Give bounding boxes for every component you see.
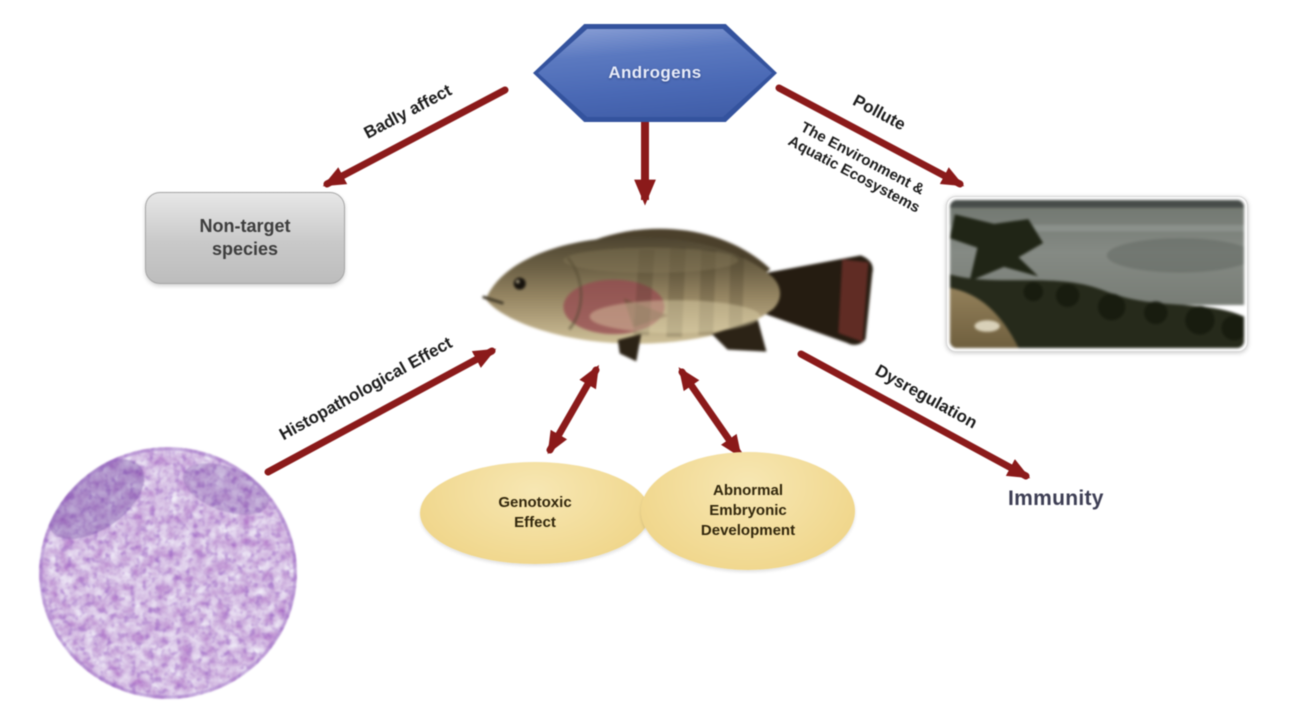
androgens-hexagon-node: Androgens	[533, 24, 777, 122]
histopathology-micrograph	[39, 447, 297, 699]
polluted-waterbody-scene	[950, 200, 1244, 348]
fish-back-sheen	[563, 247, 739, 273]
genotoxic-effect-label: Genotoxic Effect	[498, 493, 572, 531]
arrow-embryonic	[678, 367, 743, 458]
non-target-species-node: Non-target species	[145, 192, 345, 284]
fish-anal-fin	[712, 319, 767, 352]
far-shore	[950, 200, 1244, 208]
non-target-species-label: Non-target species	[199, 215, 291, 259]
fish-eye	[513, 277, 526, 290]
androgens-label: Androgens	[608, 63, 702, 82]
arrow-dysregulation	[797, 350, 1031, 480]
androgens-hexagon-face: Androgens	[538, 29, 772, 117]
abnormal-embryonic-node: Abnormal Embryonic Development	[641, 452, 855, 570]
fish-gill-line	[566, 256, 583, 331]
water-reflection	[1106, 238, 1244, 273]
fish-mouth	[482, 295, 504, 305]
palm-foliage	[950, 214, 1044, 282]
abnormal-embryonic-label: Abnormal Embryonic Development	[700, 481, 796, 540]
vegetation-clumps	[1023, 282, 1244, 341]
fish-pelvic-fin	[617, 334, 642, 362]
bank-ground	[950, 287, 1019, 348]
dysregulation-label: Dysregulation	[872, 360, 981, 433]
badly-affect-label: Badly affect	[360, 80, 455, 143]
fish-eye-glint	[516, 279, 520, 284]
pollute-sublabel: The Environment & Aquatic Ecosystems	[785, 117, 931, 218]
fish-belly-highlight	[589, 300, 761, 334]
immunity-label: Immunity	[1008, 487, 1104, 510]
genotoxic-effect-node: Genotoxic Effect	[420, 462, 650, 564]
shore-vegetation	[950, 274, 1244, 348]
histopathological-effect-label: Histopathological Effect	[276, 333, 456, 445]
light-stone	[974, 320, 1000, 332]
fish-tail-red-edge	[838, 259, 869, 342]
micrograph-tissue	[39, 447, 297, 699]
water-streak	[950, 224, 1244, 232]
arrow-genotoxic	[546, 364, 600, 455]
micrograph-rim	[39, 447, 297, 699]
pollute-label: Pollute	[849, 90, 909, 135]
tilapia-fish-image	[482, 228, 873, 362]
polluted-waterbody-photo	[946, 196, 1248, 352]
